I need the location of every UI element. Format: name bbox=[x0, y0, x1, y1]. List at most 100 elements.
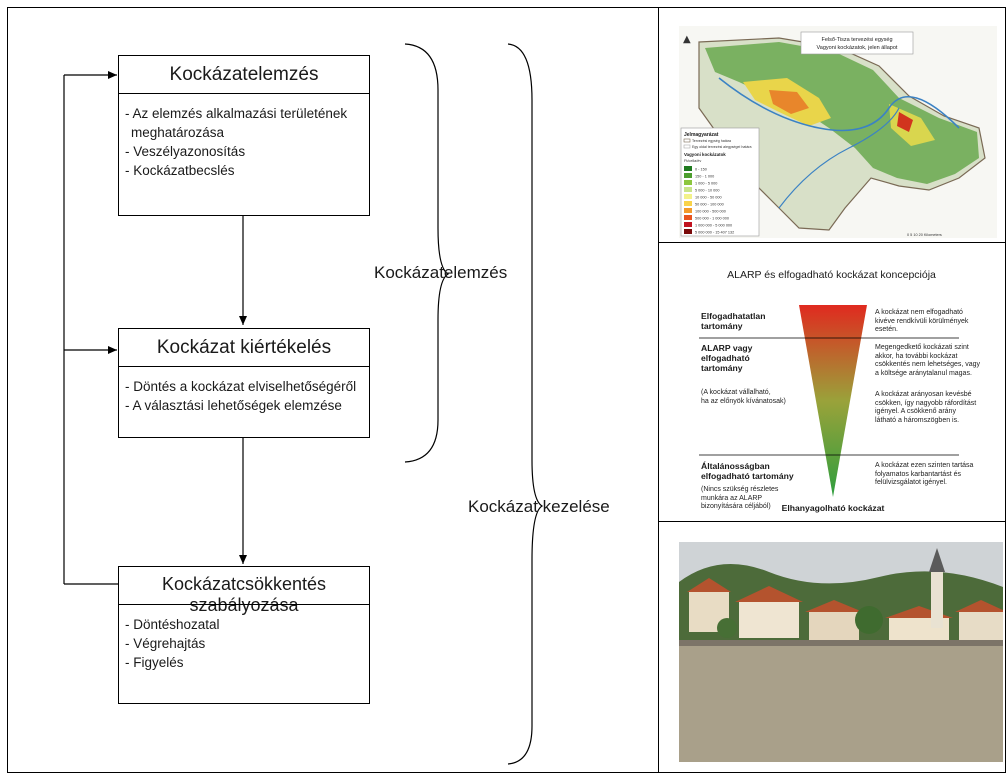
alarp-zone3-line: Általánosságban bbox=[701, 461, 770, 471]
alarp-note-line: ha az előnyök kívánatosak) bbox=[701, 397, 786, 405]
box3-item: - Döntéshozatal bbox=[125, 617, 220, 632]
alarp-triangle-shape bbox=[799, 305, 867, 497]
alarp-zone3-note: (Nincs szükség részletes munkára az ALAR… bbox=[701, 486, 778, 512]
legend-class-label: 5 000 000 - 15 407 132 bbox=[695, 231, 734, 235]
alarp-desc-line: látható a háromszögben is. bbox=[875, 416, 960, 424]
alarp-desc-line: A kockázat nem elfogadható bbox=[875, 309, 963, 316]
river-2 bbox=[778, 107, 900, 209]
legend-class-label: 50 000 - 100 000 bbox=[695, 203, 724, 207]
box-kockazat-kiertekeles: Kockázat kiértékelés - Döntés a kockázat… bbox=[118, 328, 370, 438]
alarp-zone-acceptable: Általánosságban elfogadható tartomány bbox=[701, 461, 794, 481]
legend-swatch bbox=[684, 173, 692, 178]
legend-swatch bbox=[684, 229, 692, 234]
alarp-desc-line: kivéve rendkívüli körülmények bbox=[875, 317, 969, 325]
legend-class-label: 5 000 - 10 000 bbox=[695, 189, 720, 193]
risk-area-green bbox=[705, 42, 979, 184]
box2-item: - A választási lehetőségek elemzése bbox=[125, 398, 342, 413]
brace-inner-label: Kockázatelemzés bbox=[374, 263, 508, 282]
legend-risk-title: Vagyoni kockázatok bbox=[684, 152, 726, 157]
legend-swatch bbox=[684, 208, 692, 213]
alarp-desc-line: A kockázat arányosan kevésbé bbox=[875, 391, 972, 398]
alarp-note-line: munkára az ALARP bbox=[701, 494, 763, 502]
alarp-zone3-line: elfogadható tartomány bbox=[701, 471, 794, 481]
scale-label: 0 5 10 20 Kilometers bbox=[907, 233, 942, 237]
risk-area-orange bbox=[769, 90, 809, 114]
legend-class-label: 1 000 000 - 5 000 000 bbox=[695, 224, 732, 228]
flood-photo bbox=[679, 542, 1003, 762]
alarp-zone2-line: elfogadható bbox=[701, 353, 750, 363]
alarp-title: ALARP és elfogadható kockázat koncepciój… bbox=[727, 269, 936, 281]
alarp-desc-line: csökken, így nagyobb ráfordítást bbox=[875, 399, 977, 407]
box1-divider bbox=[119, 93, 369, 94]
legend-class-label: 10 000 - 50 000 bbox=[695, 196, 722, 200]
brace-inner bbox=[404, 43, 450, 463]
alarp-desc-line: igényel. A csökkenő arány bbox=[875, 408, 956, 415]
alarp-zone2-note: (A kockázat vállalható, ha az előnyök kí… bbox=[701, 389, 786, 406]
box1-item: - Az elemzés alkalmazási területének bbox=[125, 106, 348, 121]
legend-classes: 0 - 150 150 - 1 000 1 000 - 5 000 5 000 - 1… bbox=[684, 166, 734, 235]
legend-class-label: 100 000 - 500 000 bbox=[695, 210, 726, 214]
legend-swatch bbox=[684, 222, 692, 227]
alarp-desc-line: folyamatos karbantartást és bbox=[875, 470, 961, 478]
alarp-zone-alarp: ALARP vagy elfogadható tartomány bbox=[701, 343, 752, 373]
legend-unit: Ft/cella/év bbox=[684, 159, 701, 163]
alarp-desc-2: Megengedkető kockázati szint akkor, ha t… bbox=[875, 344, 980, 378]
alarp-desc-line: A kockázat ezen szinten tartása bbox=[875, 462, 974, 469]
box2-title: Kockázat kiértékelés bbox=[156, 337, 332, 358]
box3-items: - Döntéshozatal - Végrehajtás - Figyelés bbox=[125, 615, 365, 672]
box-kockazatcsokkentes: Kockázatcsökkentés szabályozása - Döntés… bbox=[118, 566, 370, 704]
alarp-desc-3: A kockázat arányosan kevésbé csökken, íg… bbox=[875, 391, 976, 425]
legend-swatch bbox=[684, 194, 692, 199]
flowchart-connectors bbox=[63, 43, 544, 765]
brace-outer bbox=[507, 43, 544, 765]
box3-item: - Figyelés bbox=[125, 655, 184, 670]
box3-title: Kockázatcsökkentés szabályozása bbox=[161, 574, 327, 615]
alarp-desc-line: Megengedkető kockázati szint bbox=[875, 344, 969, 351]
alarp-note-line: (A kockázat vállalható, bbox=[701, 389, 771, 396]
box1-title: Kockázatelemzés bbox=[169, 64, 319, 85]
alarp-desc-line: csökkentés nem lehetséges, vagy bbox=[875, 361, 981, 368]
risk-area-red bbox=[897, 112, 913, 132]
legend-swatch bbox=[684, 180, 692, 185]
photo-houses bbox=[687, 548, 1003, 644]
box2-item: - Döntés a kockázat elviselhetőségéről bbox=[125, 379, 357, 394]
legend-class-label: 0 - 150 bbox=[695, 168, 707, 172]
alarp-desc-line: felülvizsgálatot igényel. bbox=[875, 479, 947, 486]
box1-item: - Veszélyazonosítás bbox=[125, 144, 246, 159]
legend-swatch bbox=[684, 201, 692, 206]
map-title-line2: Vagyoni kockázatok, jelen állapot bbox=[817, 45, 898, 51]
alarp-triangle bbox=[699, 305, 959, 497]
map-panel: ▲ Felső-Tisza tervezési egység Vagyoni k… bbox=[658, 7, 1006, 243]
legend-title: Jelmagyarázat bbox=[684, 132, 719, 138]
legend-class-label: 500 000 - 1 000 000 bbox=[695, 217, 729, 221]
alarp-desc-1: A kockázat nem elfogadható kivéve rendkí… bbox=[875, 309, 968, 335]
box1-item: - Kockázatbecslés bbox=[125, 163, 235, 178]
box2-divider bbox=[119, 366, 369, 367]
river bbox=[718, 77, 960, 132]
alarp-bottom-label: Elhanyagolható kockázat bbox=[781, 503, 885, 513]
photo-water bbox=[679, 646, 1003, 762]
map-title-line1: Felső-Tisza tervezési egység bbox=[821, 37, 892, 43]
box-kockazatelemzes: Kockázatelemzés - Az elemzés alkalmazási… bbox=[118, 55, 370, 216]
alarp-desc-line: a költsége aránytalanul magas. bbox=[875, 369, 972, 377]
legend-swatch bbox=[684, 166, 692, 171]
alarp-desc-4: A kockázat ezen szinten tartása folyamat… bbox=[875, 462, 973, 488]
box1-item: meghatározása bbox=[131, 125, 225, 140]
box2-items: - Döntés a kockázat elviselhetőségéről -… bbox=[125, 377, 365, 415]
alarp-note-line: bizonyítására céljából) bbox=[701, 503, 771, 510]
legend-sub2: Egy oldal tervezési alegységei határa bbox=[692, 145, 752, 149]
legend-class-label: 1 000 - 5 000 bbox=[695, 182, 717, 186]
legend-class-label: 150 - 1 000 bbox=[695, 175, 714, 179]
alarp-desc-line: esetén. bbox=[875, 326, 898, 333]
box3-divider bbox=[119, 604, 369, 605]
photo-panel bbox=[658, 521, 1006, 773]
alarp-zone-unacceptable: Elfogadhatatlan tartomány bbox=[701, 311, 765, 331]
alarp-zone1-line: tartomány bbox=[701, 321, 743, 331]
alarp-zone1-line: Elfogadhatatlan bbox=[701, 311, 766, 321]
box1-items: - Az elemzés alkalmazási területének meg… bbox=[125, 104, 365, 180]
alarp-desc-line: akkor, ha további kockázat bbox=[875, 352, 958, 360]
alarp-note-line: (Nincs szükség részletes bbox=[701, 486, 779, 493]
alarp-zone2-line: ALARP vagy bbox=[701, 343, 753, 353]
legend-sub1: Tervezési egység határa bbox=[692, 139, 731, 143]
legend-swatch bbox=[684, 215, 692, 220]
